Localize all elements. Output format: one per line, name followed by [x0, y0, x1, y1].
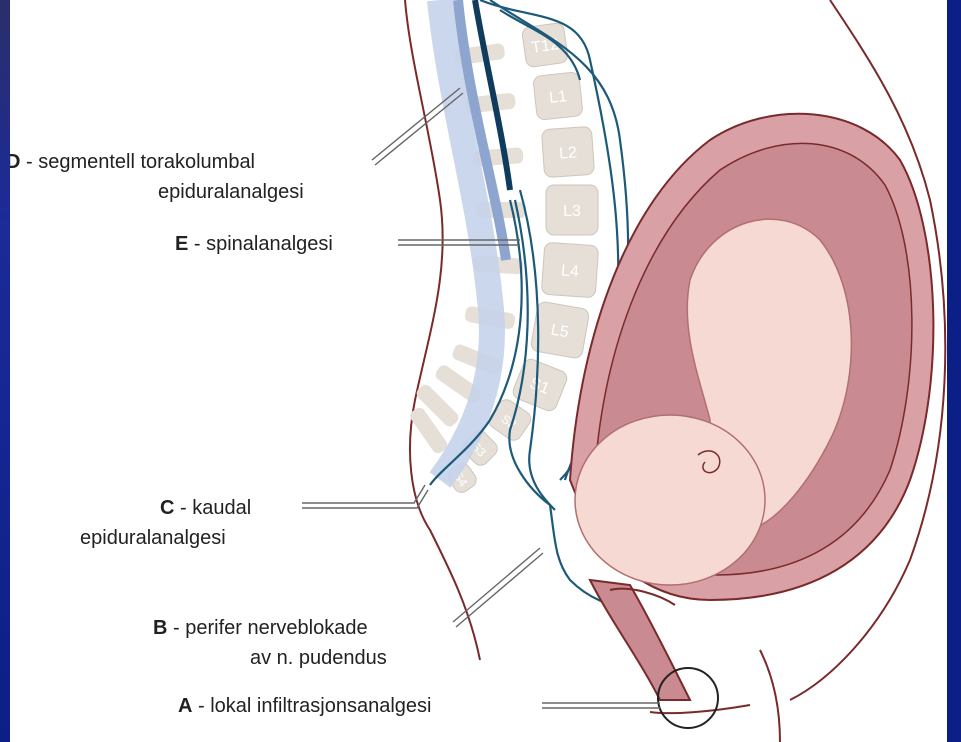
label-c-line1: - kaudal	[174, 497, 251, 519]
label-e-letter: E	[175, 233, 188, 255]
label-c-letter: C	[160, 497, 174, 519]
label-a-letter: A	[178, 695, 192, 717]
vertebra-label: L2	[559, 144, 578, 162]
label-b: B - perifer nerveblokade	[153, 616, 368, 640]
label-e: E - spinalanalgesi	[175, 232, 333, 256]
label-c: C - kaudal	[160, 496, 251, 520]
leader-c	[302, 485, 428, 508]
vertebra-label: L3	[563, 203, 581, 220]
label-d: D - segmentell torakolumbal	[10, 150, 255, 174]
left-frame-border	[0, 0, 10, 742]
label-d-line2: epiduralanalgesi	[158, 180, 304, 204]
label-d-line1: - segmentell torakolumbal	[20, 151, 255, 173]
perineum-outline	[650, 705, 750, 713]
leader-b	[453, 548, 543, 627]
vertebra-label: L4	[560, 262, 579, 280]
label-b-line1: - perifer nerveblokade	[167, 617, 367, 639]
fetus-head	[575, 415, 765, 585]
vertebra-label: L5	[550, 322, 571, 342]
label-c-line2: epiduralanalgesi	[80, 526, 226, 550]
leader-a	[542, 703, 660, 708]
label-a: A - lokal infiltrasjonsanalgesi	[178, 694, 431, 718]
label-e-line1: - spinalanalgesi	[188, 233, 333, 255]
right-frame-border	[947, 0, 961, 742]
vertebra-label: L1	[548, 88, 568, 107]
birth-canal	[590, 580, 690, 700]
label-b-letter: B	[153, 617, 167, 639]
label-d-letter: D	[10, 151, 20, 173]
lower-body-outline	[760, 650, 780, 742]
label-a-line1: - lokal infiltrasjonsanalgesi	[192, 695, 431, 717]
label-b-line2: av n. pudendus	[250, 646, 387, 670]
